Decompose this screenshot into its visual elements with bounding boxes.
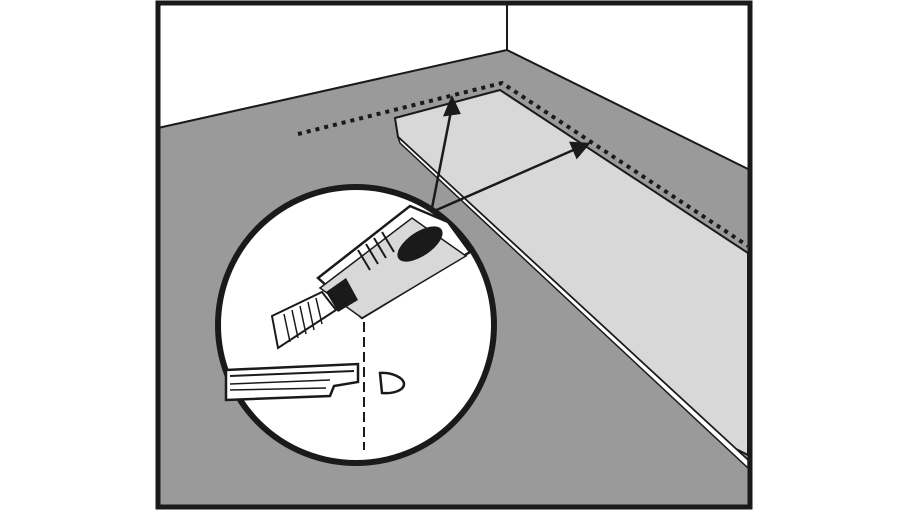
cut-offcut-icon: [378, 371, 406, 395]
utility-knife-icon: [270, 204, 472, 350]
measurement-arrows: [430, 94, 591, 214]
arrow-head-plank: [569, 141, 591, 160]
wall-floor-edge-left: [157, 49, 508, 129]
arrow-to-gap-line: [430, 105, 454, 209]
plank-tongue-profile-icon: [224, 362, 360, 402]
magnifier-detail: [215, 184, 497, 466]
wall-floor-edge-right: [506, 49, 751, 171]
room-scene: [157, 3, 751, 507]
expansion-gap-line: [297, 80, 750, 248]
back-wall: [158, 3, 750, 170]
frame-border: [155, 0, 753, 510]
arrow-to-plank-end: [431, 146, 579, 214]
laminate-plank-icon: [393, 88, 749, 470]
arrow-head-gap: [443, 94, 461, 117]
